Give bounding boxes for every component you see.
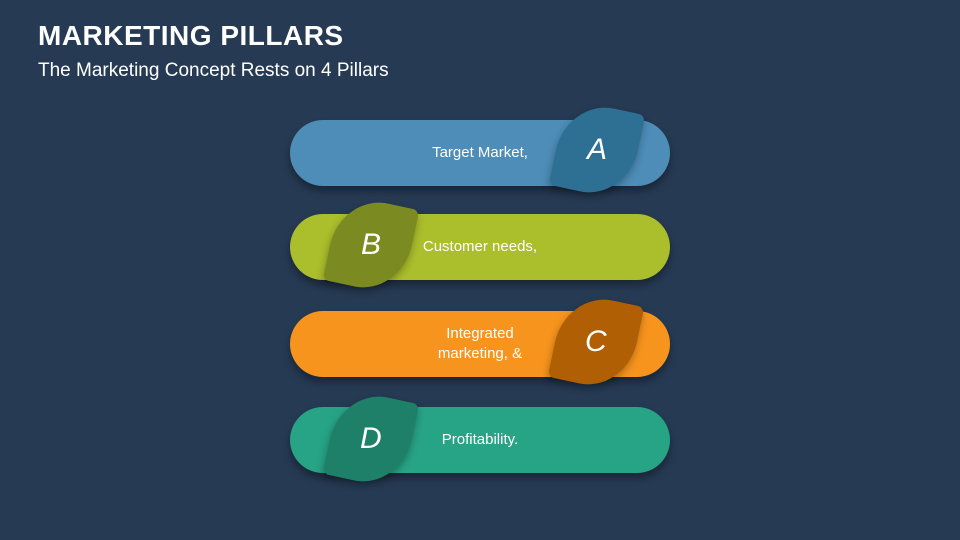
badge-letter-c: C bbox=[585, 324, 607, 358]
badge-letter-b: B bbox=[360, 227, 382, 261]
slide-subtitle: The Marketing Concept Rests on 4 Pillars bbox=[38, 60, 389, 81]
pillar-badge-b: B bbox=[322, 193, 420, 297]
badge-letter-d: D bbox=[360, 421, 382, 455]
pillar-label-d: Profitability. bbox=[441, 430, 519, 448]
pillar-badge-d: D bbox=[322, 387, 420, 491]
slide-title: MARKETING PILLARS bbox=[38, 20, 344, 51]
pillar-label-a: Target Market, bbox=[432, 143, 528, 161]
pillar-badge-c: C bbox=[547, 290, 645, 394]
pillar-label-b: Customer needs, bbox=[422, 237, 538, 255]
pillar-label-c: Integrated marketing, & bbox=[437, 324, 523, 362]
badge-letter-a: A bbox=[586, 132, 608, 166]
